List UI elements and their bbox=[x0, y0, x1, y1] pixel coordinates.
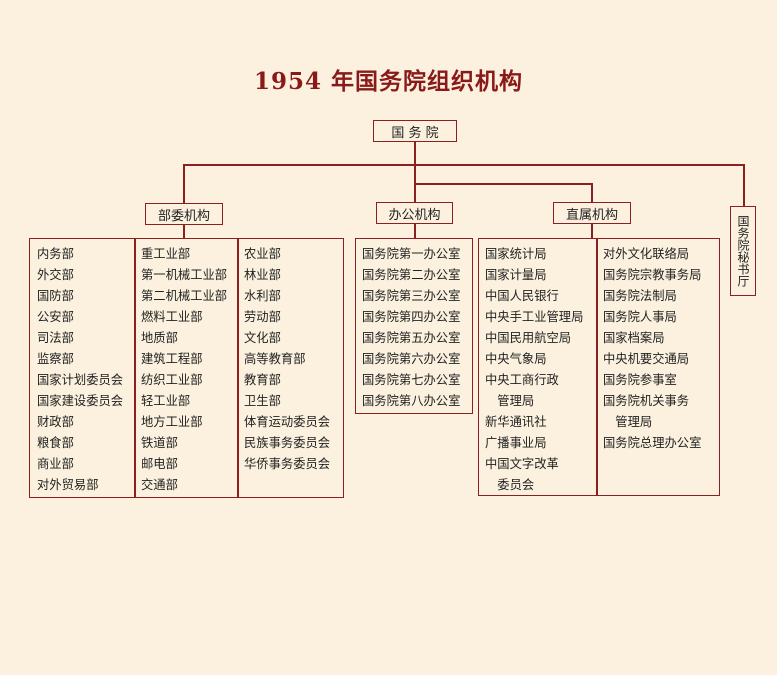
list-item: 国务院机关事务 bbox=[603, 394, 690, 408]
list-item: 教育部 bbox=[244, 373, 281, 387]
branch-secretariat-label: 国务院秘书厅 bbox=[736, 215, 750, 287]
list-item: 粮食部 bbox=[37, 436, 74, 450]
list-item: 国务院第七办公室 bbox=[362, 373, 461, 387]
ministries-divider-2 bbox=[237, 238, 239, 498]
branch-direct: 直属机构 bbox=[553, 202, 631, 224]
list-item: 地质部 bbox=[141, 331, 178, 345]
branch-offices-label: 办公机构 bbox=[388, 207, 441, 223]
direct-list bbox=[478, 238, 720, 496]
list-item: 中央机要交通局 bbox=[603, 352, 690, 366]
branch-direct-label: 直属机构 bbox=[565, 207, 618, 223]
list-item: 国务院参事室 bbox=[603, 373, 677, 387]
direct-column-2: 对外文化联络局 国务院宗教事务局 国务院法制局 国务院人事局 国家档案局 中央机… bbox=[603, 244, 701, 454]
list-item: 国务院第五办公室 bbox=[362, 331, 461, 345]
list-item: 国务院第八办公室 bbox=[362, 394, 461, 408]
list-item: 中国人民银行 bbox=[485, 289, 559, 303]
connector-direct-list bbox=[591, 224, 593, 238]
connector-to-direct bbox=[591, 183, 593, 203]
ministries-divider-1 bbox=[134, 238, 136, 498]
list-item: 国务院人事局 bbox=[603, 310, 677, 324]
list-item: 国务院第四办公室 bbox=[362, 310, 461, 324]
root-label: 国 务 院 bbox=[391, 125, 439, 141]
connector-offices-list bbox=[414, 224, 416, 238]
list-item: 中央气象局 bbox=[485, 352, 547, 366]
list-item: 国家档案局 bbox=[603, 331, 665, 345]
list-item: 财政部 bbox=[37, 415, 74, 429]
list-item: 交通部 bbox=[141, 478, 178, 492]
list-item: 司法部 bbox=[37, 331, 74, 345]
root-node-state-council: 国 务 院 bbox=[373, 120, 457, 142]
list-item: 燃料工业部 bbox=[141, 310, 203, 324]
list-item: 中央手工业管理局 bbox=[485, 310, 584, 324]
list-item: 邮电部 bbox=[141, 457, 178, 471]
list-item: 国家建设委员会 bbox=[37, 394, 124, 408]
list-item: 国家统计局 bbox=[485, 247, 547, 261]
list-item: 商业部 bbox=[37, 457, 74, 471]
list-item: 委员会 bbox=[485, 478, 535, 492]
list-item: 新华通讯社 bbox=[485, 415, 547, 429]
list-item: 民族事务委员会 bbox=[244, 436, 331, 450]
branch-offices: 办公机构 bbox=[376, 202, 453, 224]
list-item: 第二机械工业部 bbox=[141, 289, 228, 303]
list-item: 国务院第三办公室 bbox=[362, 289, 461, 303]
list-item: 高等教育部 bbox=[244, 352, 306, 366]
connector-ministries-list bbox=[183, 225, 185, 238]
list-item: 国务院总理办公室 bbox=[603, 436, 702, 450]
connector-to-ministries bbox=[183, 164, 185, 204]
list-item: 管理局 bbox=[603, 415, 653, 429]
list-item: 国家计量局 bbox=[485, 268, 547, 282]
diagram-title: 1954 年国务院组织机构 bbox=[253, 68, 524, 95]
list-item: 国务院第一办公室 bbox=[362, 247, 461, 261]
connector-to-secretariat bbox=[743, 164, 745, 206]
list-item: 水利部 bbox=[244, 289, 281, 303]
list-item: 国家计划委员会 bbox=[37, 373, 124, 387]
list-item: 地方工业部 bbox=[141, 415, 203, 429]
list-item: 中国民用航空局 bbox=[485, 331, 572, 345]
ministries-column-1: 内务部 外交部 国防部 公安部 司法部 监察部 国家计划委员会 国家建设委员会 … bbox=[37, 244, 123, 496]
list-item: 对外文化联络局 bbox=[603, 247, 690, 261]
list-item: 公安部 bbox=[37, 310, 74, 324]
direct-divider bbox=[596, 238, 598, 496]
connector-main-horizontal bbox=[183, 164, 744, 166]
connector-root-down bbox=[414, 142, 416, 165]
list-item: 国务院法制局 bbox=[603, 289, 677, 303]
connector-secondary-horizontal bbox=[414, 183, 592, 185]
list-item: 体育运动委员会 bbox=[244, 415, 331, 429]
list-item: 广播事业局 bbox=[485, 436, 547, 450]
list-item: 国务院第六办公室 bbox=[362, 352, 461, 366]
list-item: 铁道部 bbox=[141, 436, 178, 450]
ministries-column-3: 农业部 林业部 水利部 劳动部 文化部 高等教育部 教育部 卫生部 体育运动委员… bbox=[244, 244, 330, 475]
list-item: 国务院第二办公室 bbox=[362, 268, 461, 282]
list-item: 劳动部 bbox=[244, 310, 281, 324]
list-item: 第一机械工业部 bbox=[141, 268, 228, 282]
list-item: 文化部 bbox=[244, 331, 281, 345]
list-item: 国防部 bbox=[37, 289, 74, 303]
branch-ministries: 部委机构 bbox=[145, 203, 223, 225]
list-item: 监察部 bbox=[37, 352, 74, 366]
list-item: 对外贸易部 bbox=[37, 478, 99, 492]
list-item: 华侨事务委员会 bbox=[244, 457, 331, 471]
list-item: 国务院宗教事务局 bbox=[603, 268, 702, 282]
direct-column-1: 国家统计局 国家计量局 中国人民银行 中央手工业管理局 中国民用航空局 中央气象… bbox=[485, 244, 583, 496]
list-item: 管理局 bbox=[485, 394, 535, 408]
ministries-column-2: 重工业部 第一机械工业部 第二机械工业部 燃料工业部 地质部 建筑工程部 纺织工… bbox=[141, 244, 227, 496]
connector-to-offices bbox=[414, 164, 416, 203]
list-item: 轻工业部 bbox=[141, 394, 191, 408]
list-item: 纺织工业部 bbox=[141, 373, 203, 387]
list-item: 中国文字改革 bbox=[485, 457, 559, 471]
offices-list bbox=[355, 238, 473, 414]
branch-ministries-label: 部委机构 bbox=[157, 208, 210, 224]
list-item: 林业部 bbox=[244, 268, 281, 282]
list-item: 内务部 bbox=[37, 247, 74, 261]
list-item: 卫生部 bbox=[244, 394, 281, 408]
branch-secretariat: 国务院秘书厅 bbox=[730, 206, 756, 296]
list-item: 外交部 bbox=[37, 268, 74, 282]
list-item: 建筑工程部 bbox=[141, 352, 203, 366]
ministries-list bbox=[29, 238, 344, 498]
list-item: 中央工商行政 bbox=[485, 373, 559, 387]
offices-column: 国务院第一办公室 国务院第二办公室 国务院第三办公室 国务院第四办公室 国务院第… bbox=[362, 244, 460, 412]
list-item: 农业部 bbox=[244, 247, 281, 261]
list-item: 重工业部 bbox=[141, 247, 191, 261]
